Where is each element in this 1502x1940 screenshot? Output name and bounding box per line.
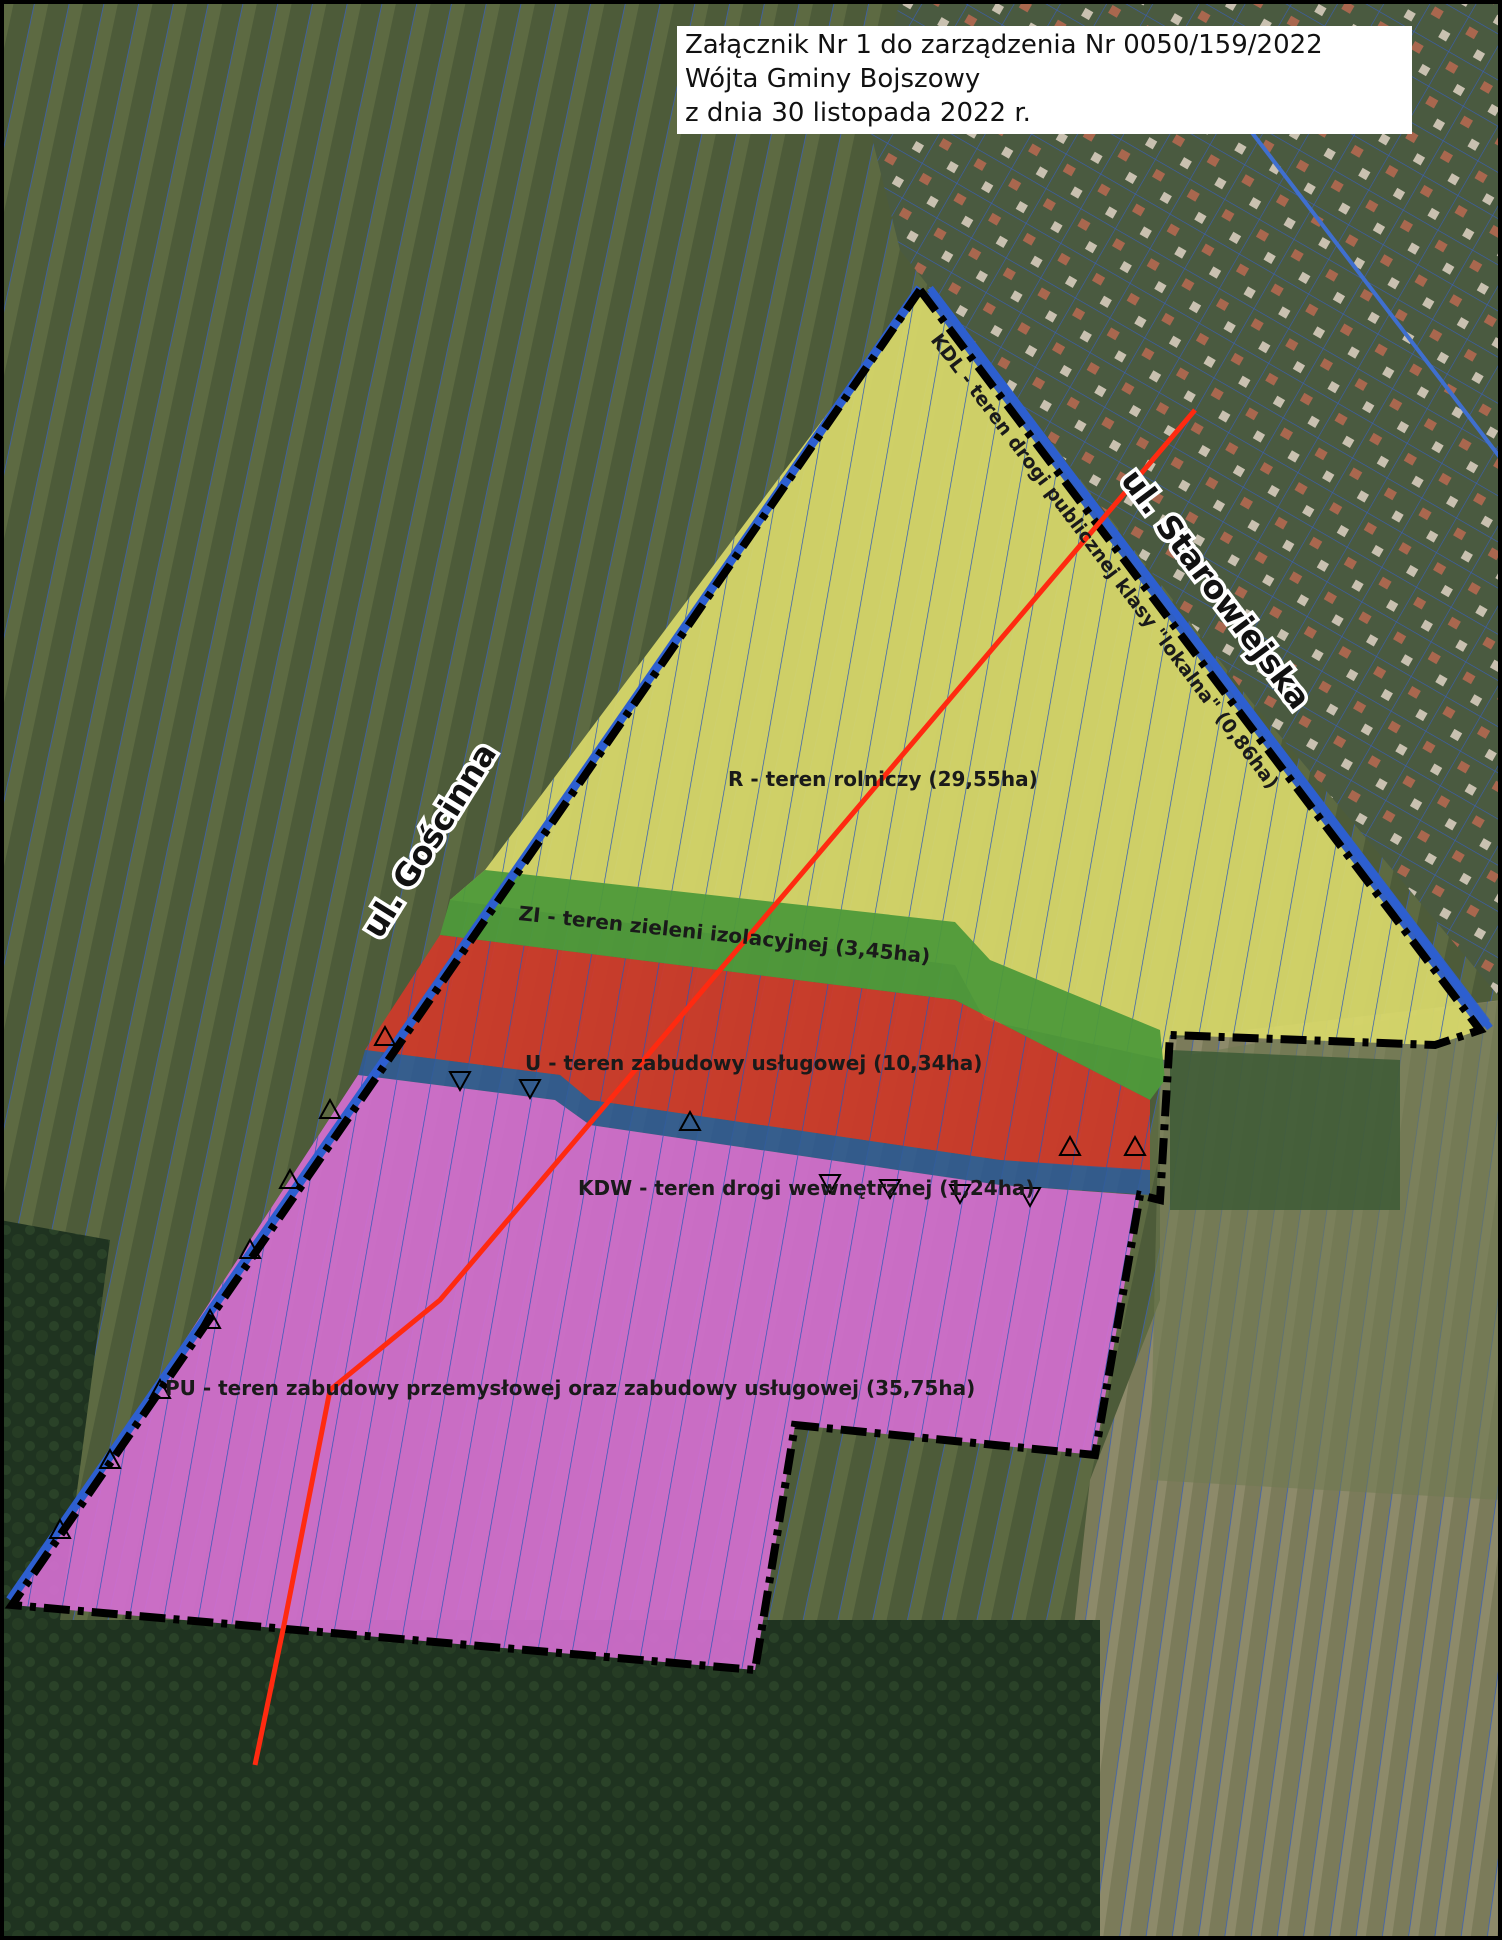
label-zone-r: R - teren rolniczy (29,55ha) bbox=[728, 767, 1038, 791]
caption-line-authority: Wójta Gminy Bojszowy bbox=[685, 64, 981, 94]
road-starowiejska bbox=[927, 285, 1493, 1031]
forest-west bbox=[0, 1220, 110, 1620]
zone-kdw-internal-road bbox=[358, 1050, 1150, 1195]
field-east-green bbox=[1170, 1050, 1400, 1210]
zone-r-parcels bbox=[450, 290, 1480, 1060]
building-line-markers bbox=[48, 1024, 1147, 1539]
road-northeast bbox=[1248, 128, 1502, 462]
label-zone-pu: PU - teren zabudowy przemysłowej oraz za… bbox=[165, 1376, 975, 1400]
label-zone-u: U - teren zabudowy usługowej (10,34ha) bbox=[525, 1051, 982, 1075]
zone-u-parcels bbox=[365, 935, 1150, 1170]
power-line bbox=[252, 408, 1197, 1766]
caption-line-attachment: Załącznik Nr 1 do zarządzenia Nr 0050/15… bbox=[685, 30, 1323, 60]
caption-line-date: z dnia 30 listopada 2022 r. bbox=[685, 98, 1031, 128]
zone-zi-green bbox=[440, 870, 1165, 1100]
label-zone-kdw: KDW - teren drogi wewnętrznej (1,24ha) bbox=[578, 1176, 1035, 1200]
document-caption: Załącznik Nr 1 do zarządzenia Nr 0050/15… bbox=[677, 26, 1412, 134]
plan-boundary bbox=[4, 287, 1487, 1675]
zone-pu-parcels bbox=[12, 1075, 1140, 1670]
forest-south bbox=[0, 1620, 1100, 1940]
